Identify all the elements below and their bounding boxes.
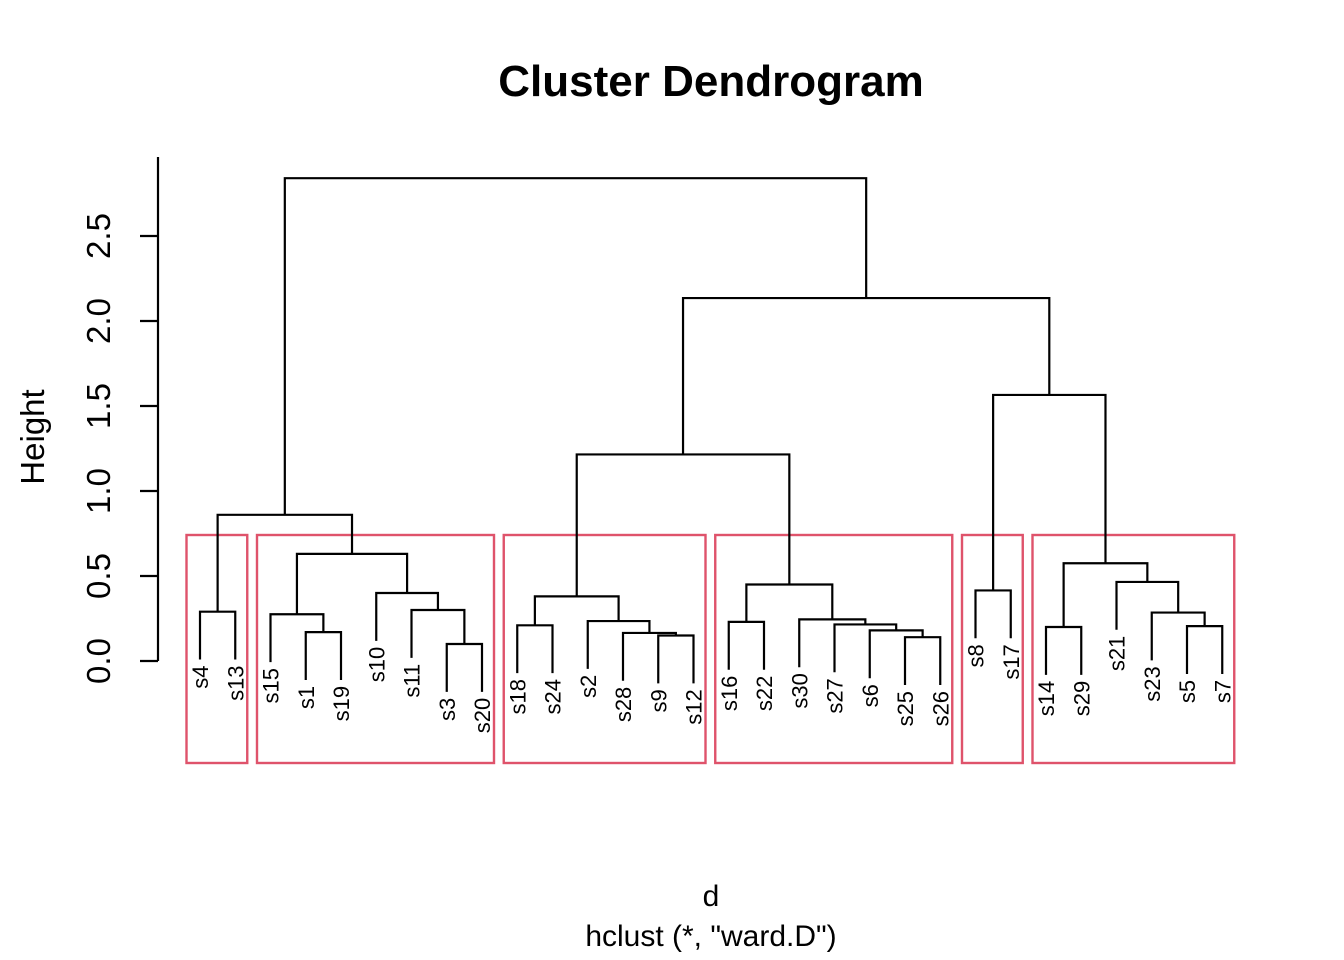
x-axis-label: d [703, 880, 720, 913]
leaf-label: s23 [1140, 666, 1165, 701]
leaf-label: s12 [682, 689, 707, 724]
leaf-label: s22 [752, 676, 777, 711]
leaf-label: s19 [329, 686, 354, 721]
leaf-label: s26 [928, 691, 953, 726]
leaf-label: s8 [964, 644, 989, 667]
leaf-label: s25 [893, 691, 918, 726]
leaf-label: s29 [1069, 681, 1094, 716]
leaf-label: s18 [505, 679, 530, 714]
x-axis-sub-label: hclust (*, "ward.D") [585, 920, 836, 953]
leaf-label: s28 [611, 687, 636, 722]
leaf-label: s1 [294, 686, 319, 709]
y-tick-label: 2.0 [80, 298, 117, 344]
leaf-labels: s4 s13 s15 s1 s19 s10 s11 s3 s20 s18 s24 s2 s28 s9 s12… [188, 636, 1235, 734]
tree-branches [198, 177, 1224, 692]
leaf-label: s14 [1034, 681, 1059, 716]
leaf-label: s6 [858, 684, 883, 707]
leaf-label: s10 [364, 647, 389, 682]
leaf-label: s9 [646, 689, 671, 712]
leaf-label: s20 [470, 698, 495, 733]
y-axis-label: Height [14, 389, 51, 484]
y-tick-label: 1.5 [80, 383, 117, 429]
y-tick-label: 0.0 [80, 638, 117, 684]
y-tick-label: 2.5 [80, 213, 117, 259]
leaf-label: s16 [717, 676, 742, 711]
leaf-label: s2 [576, 675, 601, 698]
leaf-label: s27 [823, 678, 848, 713]
cluster-box [255, 533, 496, 765]
leaf-label: s13 [223, 665, 248, 700]
cluster-box [714, 533, 954, 765]
y-tick-label: 1.0 [80, 468, 117, 514]
y-axis: 0.0 0.5 1.0 1.5 2.0 2.5 [80, 157, 160, 684]
leaf-label: s30 [787, 673, 812, 708]
leaf-label: s4 [188, 665, 213, 688]
leaf-label: s17 [999, 644, 1024, 679]
leaf-label: s15 [259, 668, 284, 703]
cluster-box [1031, 533, 1236, 765]
cluster-boxes [185, 533, 1236, 765]
leaf-label: s7 [1210, 680, 1235, 703]
leaf-label: s3 [435, 698, 460, 721]
leaf-label: s24 [541, 679, 566, 714]
leaf-label: s21 [1105, 636, 1130, 671]
y-tick-label: 0.5 [80, 553, 117, 599]
leaf-label: s11 [400, 664, 425, 698]
chart-title: Cluster Dendrogram [498, 57, 923, 106]
dendrogram-tree [198, 177, 1224, 692]
leaf-label: s5 [1175, 680, 1200, 703]
cluster-box [502, 533, 707, 765]
